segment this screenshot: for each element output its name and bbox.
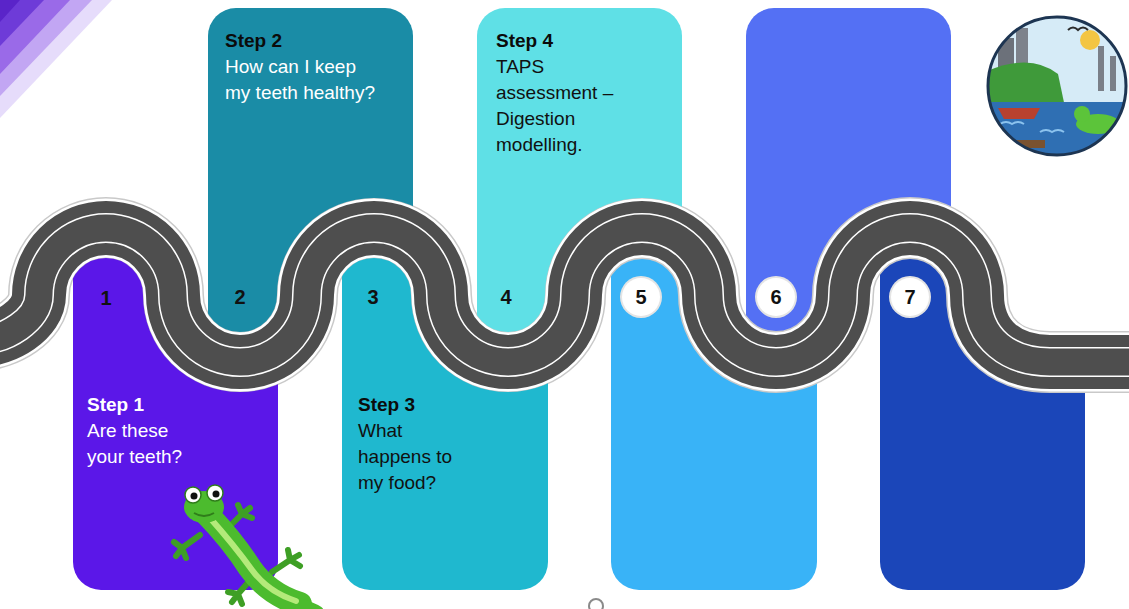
logo-waves	[1000, 122, 1064, 132]
step-description: Are these your teeth?	[87, 418, 199, 470]
gecko-pupil	[191, 493, 198, 500]
step-description: How can I keep my teeth healthy?	[225, 54, 377, 106]
gecko-stripe	[210, 518, 296, 601]
step-text-block: Step 2How can I keep my teeth healthy?	[225, 28, 377, 106]
logo-birds	[1068, 20, 1116, 30]
callout-number: 2	[234, 286, 245, 308]
gecko-leg	[174, 535, 200, 558]
logo-lizard	[1076, 114, 1120, 134]
logo-cliff	[985, 62, 1066, 118]
callout-number: 5	[635, 286, 646, 308]
logo-lizard-tail	[1112, 126, 1122, 150]
step-heading: Step 3	[358, 392, 468, 418]
step-description: What happens to my food?	[358, 418, 468, 496]
step-text-block: Step 3What happens to my food?	[358, 392, 468, 496]
callout-number: 6	[770, 286, 781, 308]
gecko-leg	[226, 505, 252, 530]
step-description: TAPS assessment – Digestion modelling.	[496, 54, 642, 158]
step-heading: Step 4	[496, 28, 642, 54]
corner-stripe	[0, 0, 112, 118]
logo-chimney	[1098, 46, 1104, 91]
logo-boat	[998, 108, 1040, 119]
step-heading: Step 1	[87, 392, 199, 418]
step-text-block: Step 4TAPS assessment – Digestion modell…	[496, 28, 642, 158]
corner-stripe	[0, 0, 92, 96]
gecko-body	[205, 512, 300, 604]
gecko-head	[184, 491, 224, 523]
step-heading: Step 2	[225, 28, 377, 54]
callout-number: 4	[500, 286, 511, 308]
slide-marker	[589, 599, 603, 609]
gecko-eye	[207, 485, 223, 501]
harbour-logo	[985, 14, 1129, 162]
logo-building	[1016, 28, 1028, 93]
gecko-eye	[185, 487, 201, 503]
callout-number: 7	[904, 286, 915, 308]
corner-stripe	[0, 0, 20, 22]
gecko-mascot	[174, 485, 318, 609]
gecko-leg	[272, 550, 300, 572]
step-text-block: Step 1Are these your teeth?	[87, 392, 199, 470]
callout-number: 1	[100, 287, 111, 309]
step-panel: Step 4TAPS assessment – Digestion modell…	[477, 8, 682, 408]
logo-lizard-head	[1074, 106, 1090, 122]
corner-stripe	[0, 0, 70, 74]
gecko-leg	[228, 578, 252, 604]
gecko-tail	[296, 603, 318, 609]
corner-stripe	[0, 0, 44, 46]
logo-sun	[1080, 30, 1100, 50]
step-number-circle: 6	[757, 278, 795, 316]
logo-sky	[985, 14, 1129, 159]
logo-chimney	[1110, 56, 1116, 91]
logo-sea	[985, 102, 1129, 162]
logo-pier	[985, 140, 1045, 148]
logo-ring	[988, 17, 1126, 155]
gecko-mouth	[194, 513, 214, 516]
panel-fill	[477, 8, 682, 408]
corner-decoration	[0, 0, 112, 118]
step-number-circle: 5	[622, 278, 660, 316]
gecko-pupil	[213, 491, 220, 498]
step-number-circle: 7	[891, 278, 929, 316]
logo-building	[998, 38, 1014, 93]
callout-number: 3	[367, 286, 378, 308]
